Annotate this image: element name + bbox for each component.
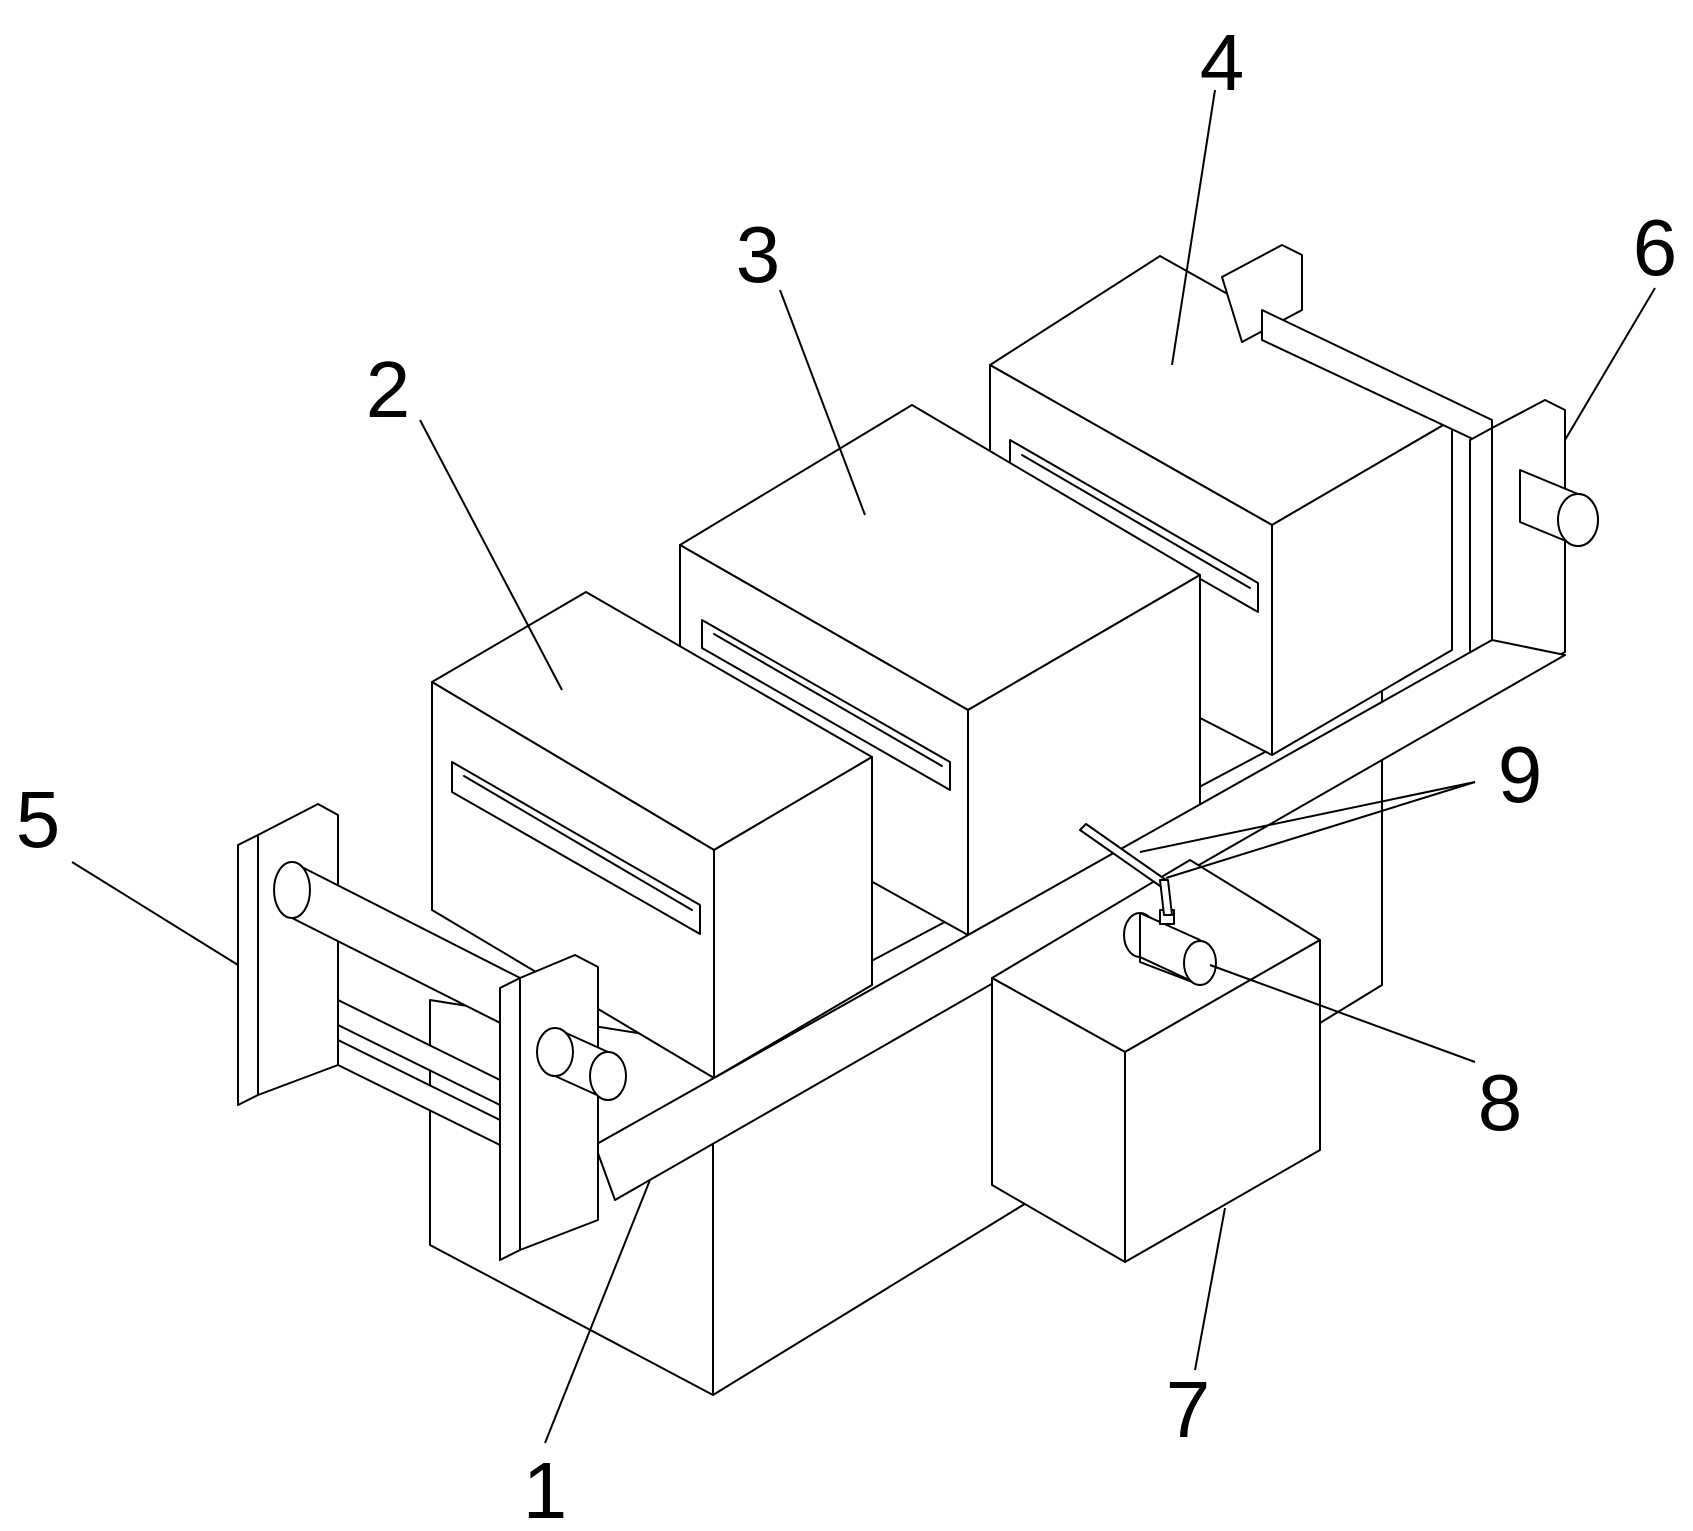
callout-2: 2 (366, 345, 411, 434)
feed-shaft-back (537, 1028, 573, 1076)
callout-1: 1 (523, 1446, 568, 1531)
feed-roller-end (274, 862, 310, 918)
callout-5: 5 (16, 775, 61, 864)
callout-7: 7 (1166, 1365, 1211, 1454)
leader-5 (72, 862, 238, 965)
callout-3: 3 (736, 210, 781, 299)
callout-9: 9 (1498, 730, 1543, 819)
front-plate (520, 955, 598, 1250)
front-plate-side (500, 978, 520, 1260)
pump-face (1184, 941, 1216, 985)
leader-6 (1565, 288, 1655, 440)
leader-7 (1195, 1208, 1225, 1370)
callout-8: 8 (1478, 1058, 1523, 1147)
feed-shaft-face (590, 1052, 626, 1100)
callout-4: 4 (1200, 18, 1245, 107)
callout-6: 6 (1633, 203, 1678, 292)
outlet-roller-shaft-face (1558, 494, 1598, 546)
front-plate-back-side (238, 835, 258, 1105)
front-plate-back (258, 804, 338, 1095)
